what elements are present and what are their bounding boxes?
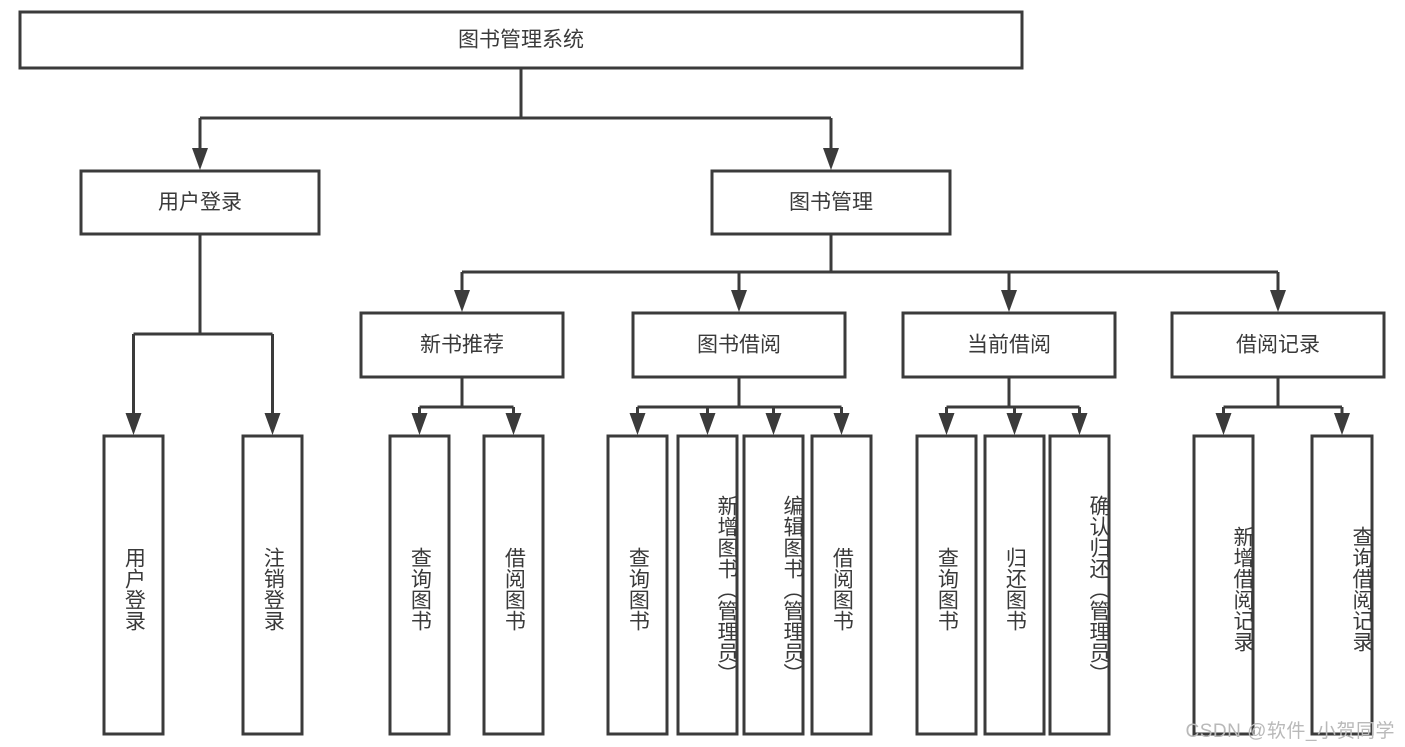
arrow-head-icon xyxy=(454,290,470,312)
watermark-text: CSDN @软件_小贺同学 xyxy=(1185,721,1395,742)
node-box-leaf-borrow-book-1[interactable] xyxy=(482,434,545,736)
node-box-user-login[interactable] xyxy=(79,169,321,236)
arrow-head-icon xyxy=(765,413,782,435)
node-box-new-book-rec[interactable] xyxy=(359,311,565,379)
node-box-book-manage[interactable] xyxy=(710,169,952,236)
node-label-current-borrow: 当前借阅 xyxy=(967,334,1051,357)
node-label-borrow-record: 借阅记录 xyxy=(1236,334,1320,357)
node-box-leaf-add-record[interactable] xyxy=(1192,434,1255,736)
node-box-leaf-return-book[interactable] xyxy=(983,434,1046,736)
connector-layer xyxy=(125,68,1350,435)
node-label-root: 图书管理系统 xyxy=(458,29,584,52)
node-box-borrow-record[interactable] xyxy=(1170,311,1386,379)
node-label-book-manage: 图书管理 xyxy=(789,191,873,214)
arrow-head-icon xyxy=(1270,290,1286,312)
node-box-leaf-query-book-3[interactable] xyxy=(915,434,978,736)
node-box-leaf-query-record[interactable] xyxy=(1310,434,1374,736)
node-label-user-login: 用户登录 xyxy=(158,191,242,214)
arrow-head-icon xyxy=(1071,413,1088,435)
node-box-root[interactable] xyxy=(18,10,1024,70)
node-box-leaf-logout[interactable] xyxy=(241,434,304,736)
node-box-leaf-confirm-return[interactable] xyxy=(1048,434,1111,736)
node-box-current-borrow[interactable] xyxy=(901,311,1117,379)
node-box-book-borrow[interactable] xyxy=(631,311,847,379)
arrow-head-icon xyxy=(125,413,142,435)
node-box-leaf-query-book-2[interactable] xyxy=(606,434,669,736)
arrow-head-icon xyxy=(1334,413,1350,435)
arrow-head-icon xyxy=(833,413,850,435)
node-box-leaf-query-book-1[interactable] xyxy=(388,434,451,736)
node-box-leaf-edit-book[interactable] xyxy=(742,434,805,736)
node-box-leaf-add-book[interactable] xyxy=(676,434,739,736)
arrow-head-icon xyxy=(823,148,839,170)
node-box-layer xyxy=(18,10,1386,736)
node-box-leaf-borrow-book-2[interactable] xyxy=(810,434,873,736)
arrow-head-icon xyxy=(1215,413,1232,435)
arrow-head-icon xyxy=(1006,413,1023,435)
arrow-head-icon xyxy=(192,148,208,170)
node-box-leaf-user-login[interactable] xyxy=(102,434,165,736)
arrow-head-icon xyxy=(505,413,522,435)
arrow-head-icon xyxy=(731,290,747,312)
node-label-new-book-rec: 新书推荐 xyxy=(420,334,504,357)
arrow-head-icon xyxy=(699,413,716,435)
node-label-book-borrow: 图书借阅 xyxy=(697,334,781,357)
arrow-head-icon xyxy=(629,413,646,435)
arrow-head-icon xyxy=(1001,290,1017,312)
arrow-head-icon xyxy=(938,413,955,435)
arrow-head-icon xyxy=(411,413,428,435)
arrow-head-icon xyxy=(264,413,281,435)
